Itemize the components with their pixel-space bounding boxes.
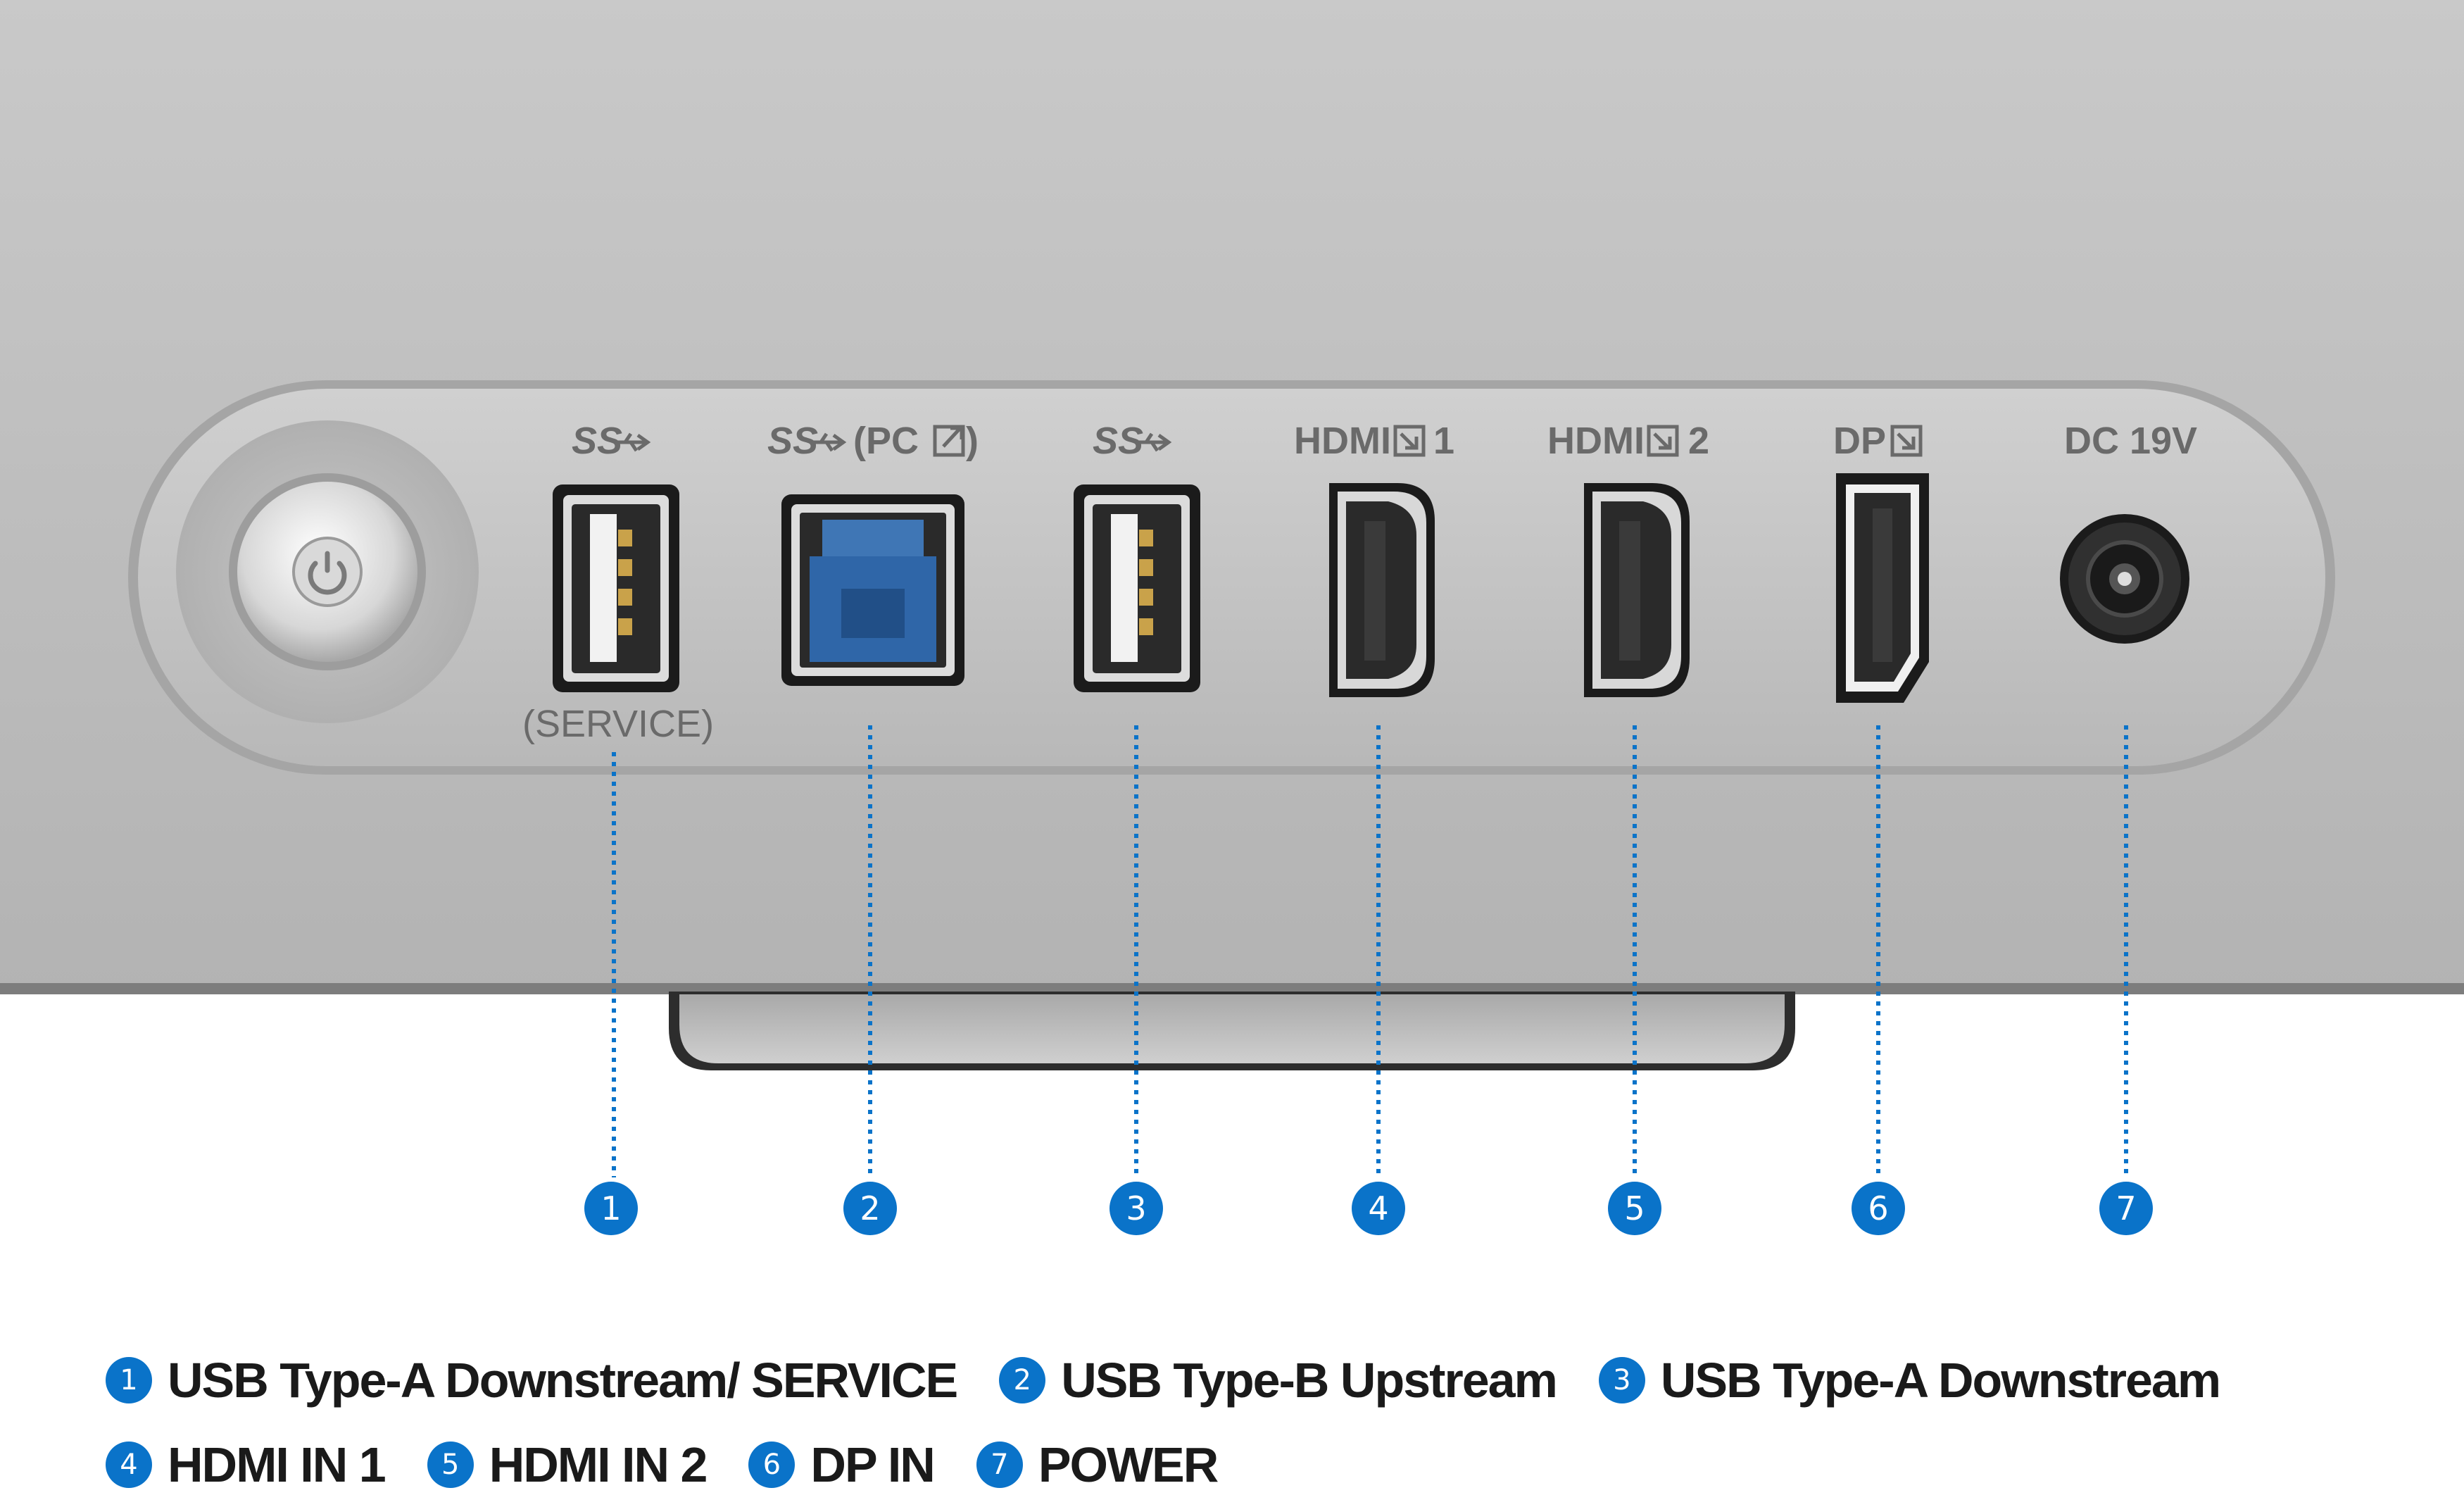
port-1-label: SS <box>572 420 622 462</box>
callout-6-number: 6 <box>1868 1189 1888 1227</box>
port-4-label: HDMI <box>1294 420 1391 462</box>
legend-row-2: 4 HDMI IN 1 5 HDMI IN 2 6 DP IN 7 POWER <box>106 1422 2429 1507</box>
legend-number-3: 3 <box>1598 1357 1645 1403</box>
port-legend: 1 USB Type-A Downstream/ SERVICE 2 USB T… <box>106 1338 2429 1507</box>
legend-item-4: 4 HDMI IN 1 <box>106 1437 386 1493</box>
callout-1-number: 1 <box>601 1189 621 1227</box>
port-6-label: DP <box>1833 420 1886 462</box>
legend-number-5: 5 <box>427 1442 474 1488</box>
input-icon <box>1393 425 1426 457</box>
port-2-label-suffix: (PC <box>853 420 919 462</box>
callout-6 <box>1852 1182 1905 1235</box>
legend-label-4: HDMI IN 1 <box>168 1437 386 1492</box>
port-4[interactable] <box>1329 483 1435 697</box>
legend-label-7: POWER <box>1038 1437 1219 1492</box>
callout-3 <box>1110 1182 1163 1235</box>
callout-7-number: 7 <box>2116 1189 2136 1227</box>
legend-number-6: 6 <box>748 1442 796 1488</box>
port-1-bottom-label: (SERVICE) <box>522 703 714 745</box>
port-5-label: HDMI <box>1547 420 1645 462</box>
legend-number-1: 1 <box>106 1357 152 1403</box>
callout-3-number: 3 <box>1126 1189 1146 1227</box>
usb-superspeed-icon <box>814 432 847 452</box>
legend-label-3: USB Type-A Downstream <box>1660 1353 2221 1408</box>
port-7-label: DC 19V <box>2064 420 2197 462</box>
port-4-label-number: 1 <box>1433 420 1454 462</box>
legend-item-7: 7 POWER <box>976 1437 1219 1493</box>
stand-foot <box>679 994 1785 1063</box>
legend-item-1: 1 USB Type-A Downstream/ SERVICE <box>106 1352 958 1408</box>
callout-4-number: 4 <box>1368 1189 1388 1227</box>
legend-number-2: 2 <box>999 1357 1046 1403</box>
port-5-label-number: 2 <box>1688 420 1709 462</box>
input-icon <box>1647 425 1679 457</box>
legend-label-2: USB Type-B Upstream <box>1061 1353 1558 1408</box>
port-2-label-close: ) <box>966 420 979 462</box>
legend-label-5: HDMI IN 2 <box>489 1437 708 1492</box>
legend-row-1: 1 USB Type-A Downstream/ SERVICE 2 USB T… <box>106 1338 2429 1422</box>
callout-5 <box>1608 1182 1661 1235</box>
port-2-label: SS <box>767 420 818 462</box>
legend-number-7: 7 <box>976 1442 1023 1488</box>
port-1[interactable] <box>553 484 679 692</box>
legend-label-1: USB Type-A Downstream/ SERVICE <box>168 1353 958 1408</box>
input-icon <box>1890 425 1923 457</box>
upstream-pc-icon <box>933 425 965 457</box>
callout-5-number: 5 <box>1624 1189 1645 1227</box>
callout-7 <box>2099 1182 2153 1235</box>
legend-item-5: 5 HDMI IN 2 <box>427 1437 708 1493</box>
legend-label-6: DP IN <box>810 1437 935 1492</box>
port-3[interactable] <box>1074 484 1200 692</box>
legend-item-6: 6 DP IN <box>748 1437 936 1493</box>
usb-superspeed-icon <box>618 432 651 452</box>
port-recess <box>138 389 2325 766</box>
legend-number-4: 4 <box>106 1442 152 1488</box>
callout-4 <box>1352 1182 1405 1235</box>
port-2[interactable] <box>781 494 964 686</box>
legend-item-2: 2 USB Type-B Upstream <box>999 1352 1558 1408</box>
usb-superspeed-icon <box>1139 432 1172 452</box>
callout-2-number: 2 <box>860 1189 880 1227</box>
power-icon <box>308 551 347 595</box>
port-7[interactable] <box>2060 514 2189 644</box>
port-5[interactable] <box>1584 483 1690 697</box>
callout-2 <box>843 1182 897 1235</box>
port-3-label: SS <box>1093 420 1143 462</box>
port-6[interactable] <box>1836 473 1929 703</box>
callout-1 <box>584 1182 638 1235</box>
legend-item-3: 3 USB Type-A Downstream <box>1598 1352 2221 1408</box>
